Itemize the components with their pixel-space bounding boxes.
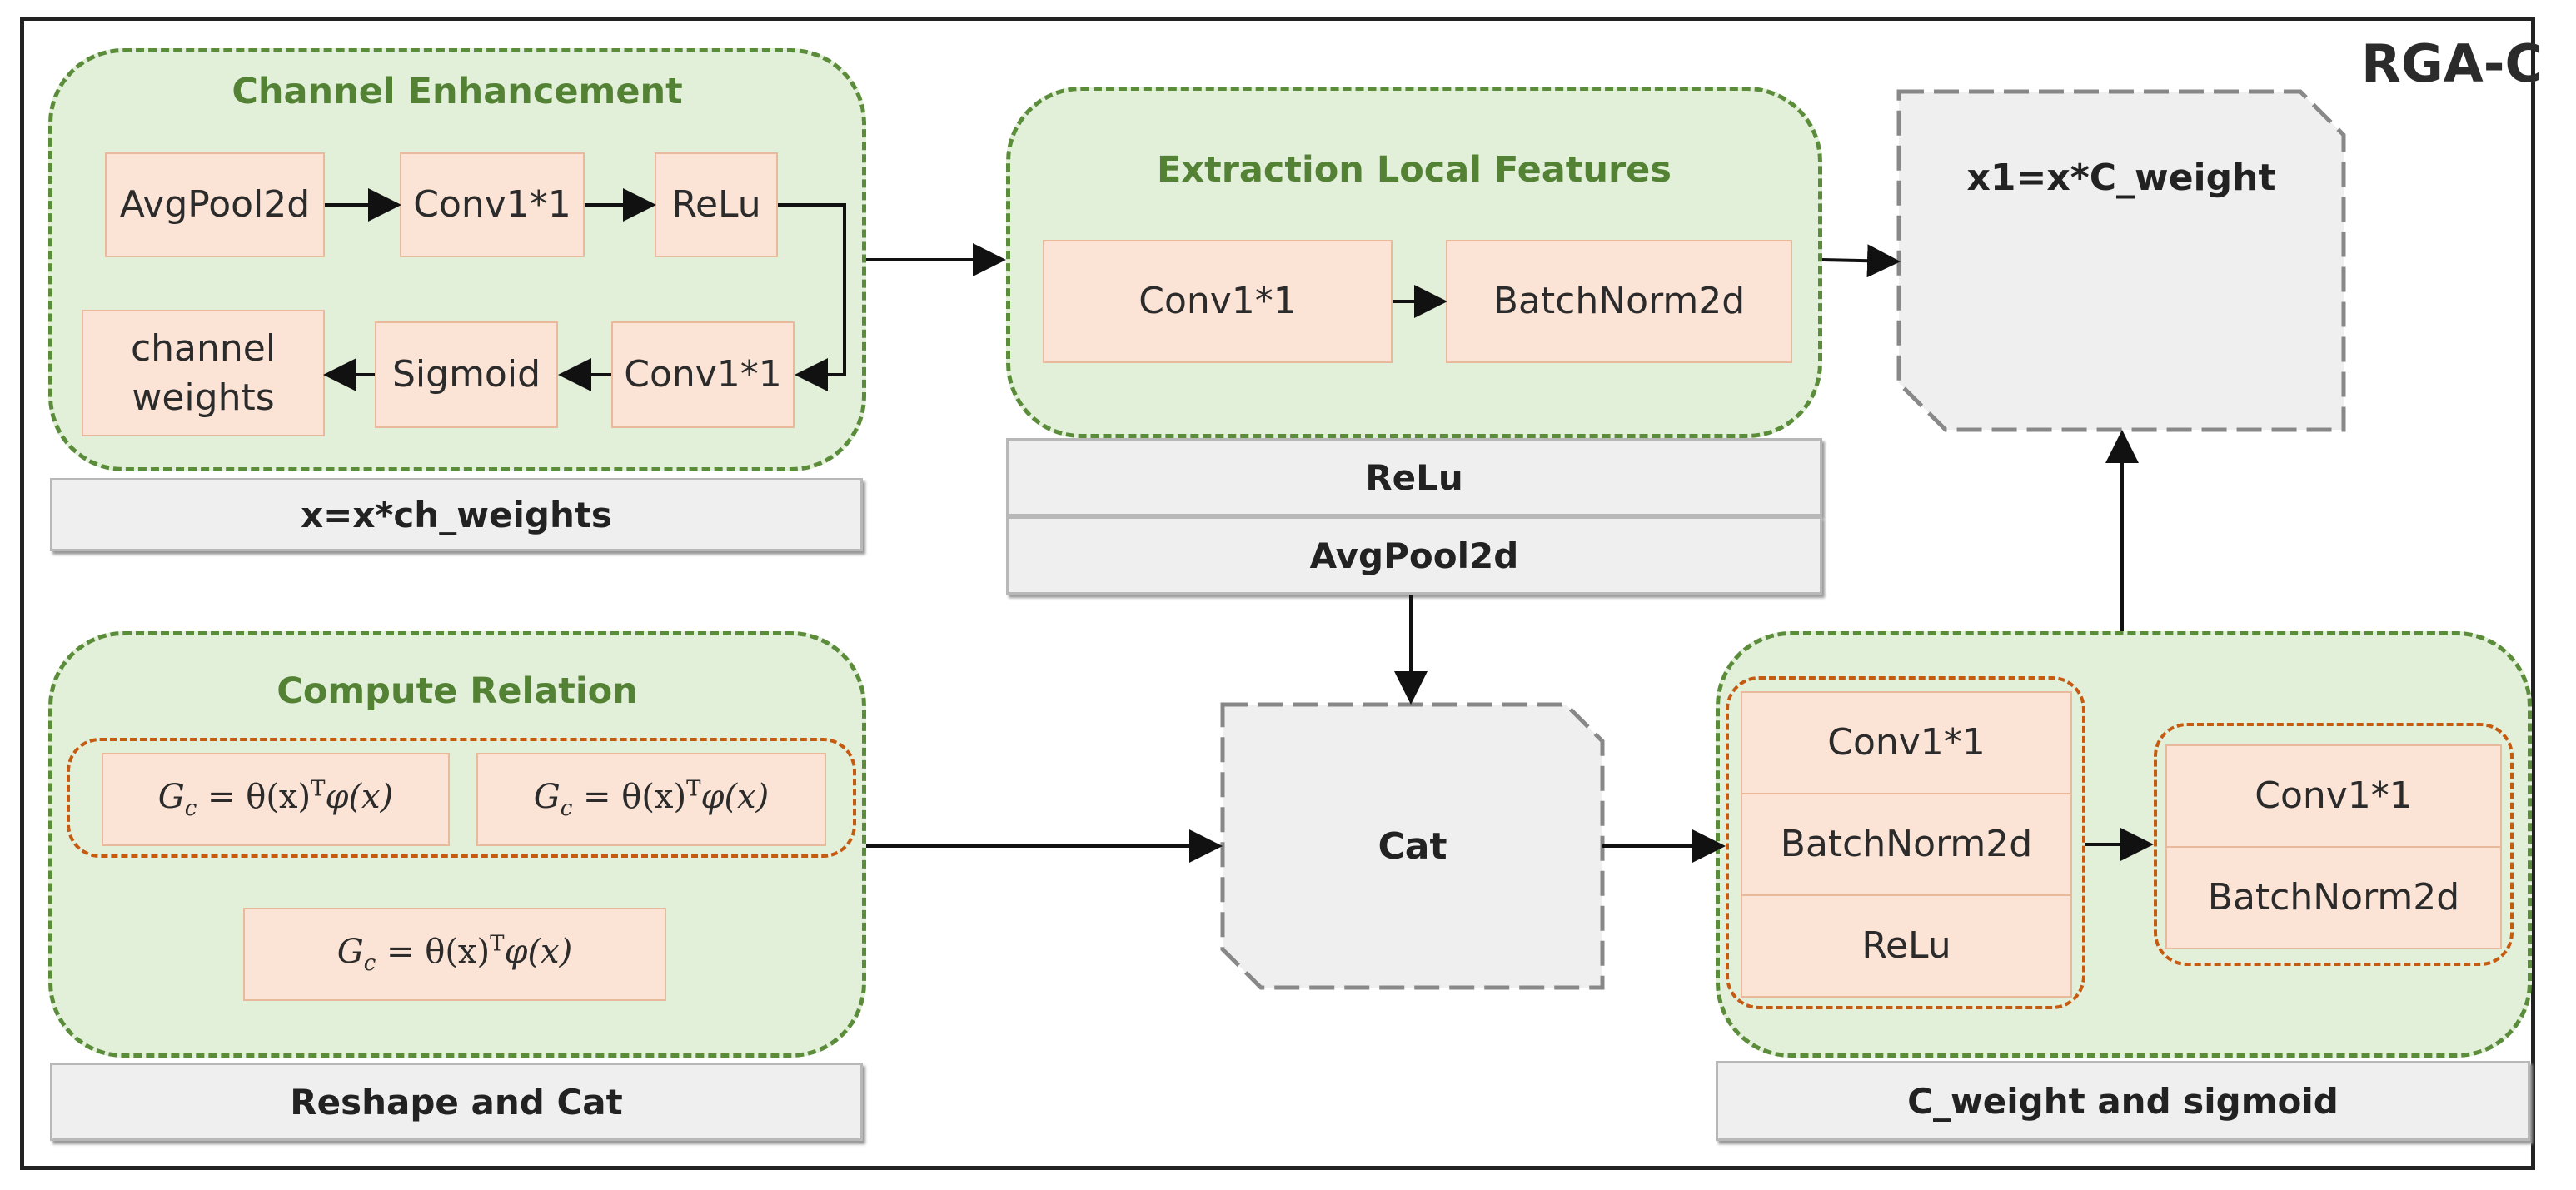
conv1-box-2: Conv1*1 bbox=[611, 321, 795, 428]
formula-box-1: Gc = θ(x)Tφ(x) bbox=[102, 753, 450, 846]
diagram-frame bbox=[20, 17, 2535, 1170]
formula-group-oval bbox=[67, 738, 856, 858]
c-weight-relu-box: ReLu bbox=[1741, 894, 2072, 998]
arrow-relu-conv2 bbox=[778, 203, 846, 391]
c-weight-right-oval bbox=[2154, 723, 2514, 966]
x1-node-shape bbox=[1896, 89, 2346, 432]
channel-enhancement-caption: x=x*ch_weights bbox=[50, 478, 863, 551]
formula-text: Gc = θ(x)Tφ(x) bbox=[336, 932, 573, 977]
c-weight-caption: C_weight and sigmoid bbox=[1716, 1061, 2530, 1141]
c-weight-batchnorm-box: BatchNorm2d bbox=[1741, 793, 2072, 896]
c-weight-conv-box: Conv1*1 bbox=[1741, 691, 2072, 794]
compute-relation-title: Compute Relation bbox=[277, 670, 638, 712]
avgpool-caption: AvgPool2d bbox=[1006, 516, 1822, 595]
extraction-conv-box: Conv1*1 bbox=[1043, 240, 1393, 363]
x1-node-label: x1=x*C_weight bbox=[1966, 156, 2276, 199]
c-weight-batchnorm-box-2: BatchNorm2d bbox=[2165, 846, 2502, 949]
conv1-box: Conv1*1 bbox=[400, 152, 585, 257]
formula-box-2: Gc = θ(x)Tφ(x) bbox=[476, 753, 826, 846]
arrow-extraction-to-x1 bbox=[1821, 244, 1901, 278]
sigmoid-box: Sigmoid bbox=[375, 321, 558, 428]
compute-relation-caption: Reshape and Cat bbox=[50, 1063, 863, 1141]
extraction-title: Extraction Local Features bbox=[1157, 149, 1672, 191]
cat-node-label: Cat bbox=[1378, 824, 1447, 868]
cat-node-shape bbox=[1220, 702, 1605, 990]
c-weight-left-oval bbox=[1726, 676, 2085, 1009]
diagram-title: RGA-C bbox=[2361, 33, 2543, 94]
channel-enhancement-title: Channel Enhancement bbox=[232, 71, 683, 112]
formula-text: Gc = θ(x)Tφ(x) bbox=[157, 777, 394, 822]
extraction-batchnorm-box: BatchNorm2d bbox=[1446, 240, 1792, 363]
relu-caption: ReLu bbox=[1006, 438, 1822, 516]
avgpool-box: AvgPool2d bbox=[105, 152, 325, 257]
c-weight-conv-box-2: Conv1*1 bbox=[2165, 744, 2502, 848]
formula-text: Gc = θ(x)Tφ(x) bbox=[533, 777, 770, 822]
channel-weights-box: channel weights bbox=[82, 310, 325, 436]
formula-box-3: Gc = θ(x)Tφ(x) bbox=[243, 908, 666, 1001]
